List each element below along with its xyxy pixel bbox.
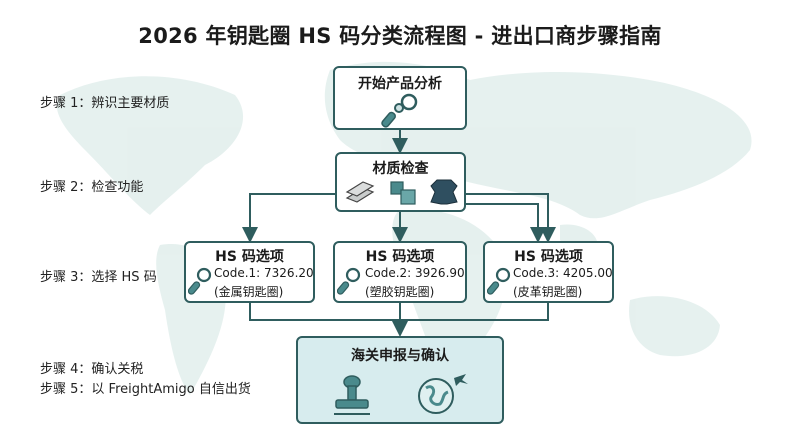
hs-option-2-code: Code.2: 3926.90 [365, 266, 465, 280]
keychain-icon [487, 267, 511, 295]
keychain-icon [337, 267, 361, 295]
keychain-icon [188, 267, 212, 295]
hs-option-1-desc: (金属钥匙圈) [214, 285, 284, 299]
start-node: 开始产品分析 [333, 66, 467, 130]
start-node-label: 开始产品分析 [358, 76, 442, 92]
arrow-material-to-option-1 [242, 193, 335, 243]
hs-option-3-code: Code.3: 4205.00 [513, 266, 613, 280]
arrow-material-to-option-3 [466, 193, 556, 243]
customs-node: 海关申报与确认 [296, 336, 504, 424]
step-3-label: 步骤 3：选择 HS 码 [40, 270, 157, 285]
plastic-blocks-icon [390, 181, 416, 205]
keychain-icon [381, 93, 418, 128]
hs-option-1-head: HS 码选项 [215, 249, 284, 265]
hs-option-1-code: Code.1: 7326.20 [214, 266, 314, 280]
customs-node-label: 海关申报与确认 [351, 348, 449, 364]
page-title: 2026 年钥匙圈 HS 码分类流程图 - 进出口商步骤指南 [138, 24, 662, 48]
globe-airplane-icon [418, 374, 468, 414]
hs-option-3-head: HS 码选项 [514, 249, 583, 265]
metal-bars-icon [345, 181, 375, 203]
material-node: 材质检查 [335, 152, 466, 212]
hs-option-2: HS 码选项 Code.2: 3926.90 (塑胶钥匙圈) [333, 241, 467, 303]
hs-option-3: HS 码选项 Code.3: 4205.00 (皮革钥匙圈) [483, 241, 614, 303]
hs-option-2-desc: (塑胶钥匙圈) [365, 285, 435, 299]
hs-option-1: HS 码选项 Code.1: 7326.20 (金属钥匙圈) [184, 241, 315, 303]
step-1-label: 步骤 1：辨识主要材质 [40, 96, 170, 111]
hs-option-2-head: HS 码选项 [365, 249, 435, 265]
step-5-label: 步骤 5：以 FreightAmigo 自信出货 [40, 382, 251, 397]
arrow-material-to-option-3b [466, 203, 546, 243]
material-node-label: 材质检查 [372, 161, 429, 177]
step-2-label: 步骤 2：检查功能 [40, 180, 144, 195]
step-4-label: 步骤 4：确认关税 [40, 362, 144, 377]
leather-hide-icon [430, 179, 458, 205]
stamp-icon [334, 375, 370, 415]
hs-option-3-desc: (皮革钥匙圈) [513, 285, 583, 299]
